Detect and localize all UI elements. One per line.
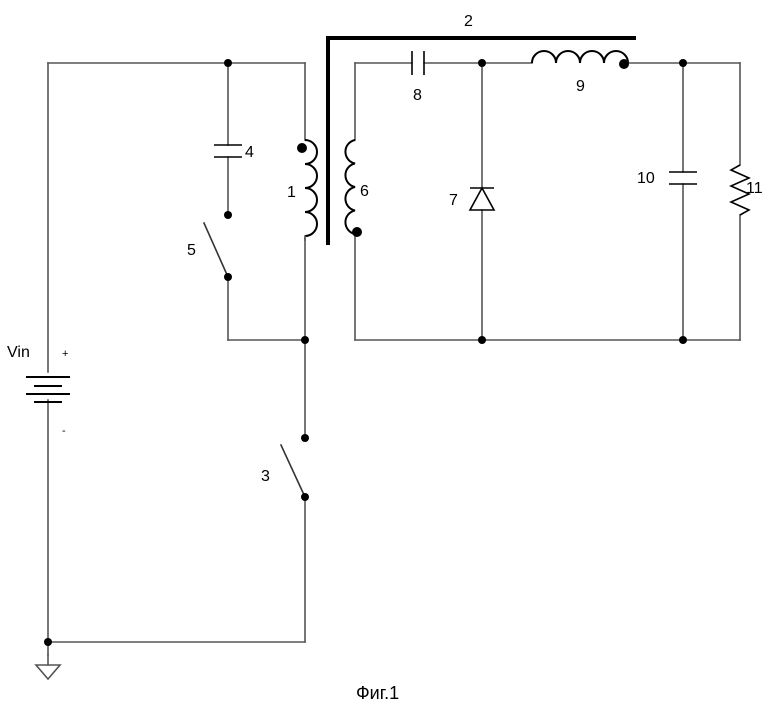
junction-dots [44, 59, 687, 646]
battery-vin [26, 377, 70, 402]
label-switch-5: 5 [187, 242, 196, 259]
label-plus: + [62, 348, 68, 360]
label-capacitor-4: 4 [245, 144, 254, 161]
capacitor-10 [669, 172, 697, 184]
secondary-circuit [355, 63, 740, 340]
label-minus: - [62, 425, 66, 437]
capacitor-4 [214, 145, 242, 157]
label-capacitor-8: 8 [413, 87, 422, 104]
secondary-winding-6 [345, 140, 355, 234]
label-core-2: 2 [464, 13, 473, 30]
switch-3 [281, 445, 305, 497]
inductor-9 [532, 51, 628, 63]
label-diode-7: 7 [449, 192, 458, 209]
label-vin: Vin [7, 344, 30, 361]
label-capacitor-10: 10 [637, 170, 655, 187]
primary-circuit [48, 63, 305, 655]
primary-winding-1 [305, 140, 317, 240]
switch-5 [204, 223, 228, 277]
figure-caption: Фиг.1 [356, 683, 399, 703]
label-winding-6: 6 [360, 183, 369, 200]
diode-7 [470, 188, 494, 210]
transformer-core-2 [326, 38, 636, 245]
label-resistor-11: 11 [746, 180, 763, 197]
label-switch-3: 3 [261, 468, 270, 485]
label-winding-1: 1 [287, 184, 296, 201]
label-inductor-9: 9 [576, 78, 585, 95]
capacitor-8 [412, 51, 424, 75]
ground-icon [36, 655, 60, 679]
